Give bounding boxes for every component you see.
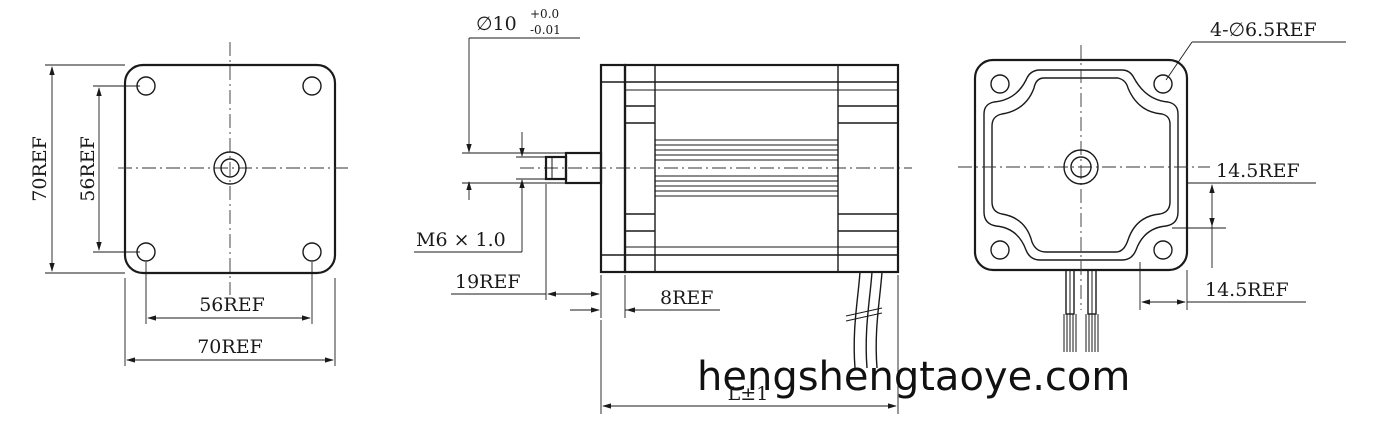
side-motor-body [623, 63, 900, 274]
rear-view: 4-∅6.5REF 14.5REF 14.5REF [958, 19, 1346, 352]
shaft-tolerance-upper: +0.0 [530, 7, 559, 21]
front-mount-hole [302, 76, 322, 96]
side-flange-plate [599, 63, 627, 274]
front-mount-hole [302, 242, 322, 262]
rear-boss-circle [1063, 149, 1099, 185]
side-lead-wire [875, 271, 883, 369]
offset-vertical-label: 14.5REF [1216, 160, 1300, 182]
side-view: ∅10 +0.0 -0.01 M6 × 1.0 19REF 8REF L±1 [414, 7, 912, 414]
rear-mount-hole [1153, 74, 1173, 94]
front-width-inner-label: 56REF [199, 294, 265, 316]
holes-label: 4-∅6.5REF [1210, 19, 1317, 41]
rear-mount-hole [990, 240, 1010, 260]
rear-lead-wires [1063, 269, 1099, 352]
side-lead-wire [853, 271, 861, 369]
side-shaft [544, 155, 568, 181]
rear-mount-hole [990, 74, 1010, 94]
front-shaft-circle [220, 158, 240, 178]
front-height-inner-label: 56REF [77, 136, 99, 202]
shaft-diameter-label: ∅10 [476, 13, 517, 35]
rear-mount-hole [1153, 240, 1173, 260]
boss-length-label: 8REF [660, 287, 713, 309]
front-width-outer-label: 70REF [197, 336, 263, 358]
rear-housing-outline [983, 69, 1179, 261]
rear-inner-outline [991, 77, 1171, 253]
offset-horizontal-label: 14.5REF [1205, 279, 1289, 301]
front-view: 70REF 56REF 56REF 70REF [29, 42, 352, 366]
watermark-text: hengshengtaoye.com [697, 354, 1130, 400]
shaft-tolerance-lower: -0.01 [530, 23, 561, 37]
thread-label: M6 × 1.0 [416, 229, 506, 251]
body-length-label: L±1 [728, 383, 769, 405]
shaft-length-label: 19REF [455, 271, 521, 293]
front-boss-circle [213, 151, 247, 185]
side-cooling-fins [655, 139, 838, 197]
front-height-outer-label: 70REF [29, 136, 51, 202]
rear-shaft-circle [1070, 156, 1092, 178]
front-flange-outline [123, 63, 337, 275]
